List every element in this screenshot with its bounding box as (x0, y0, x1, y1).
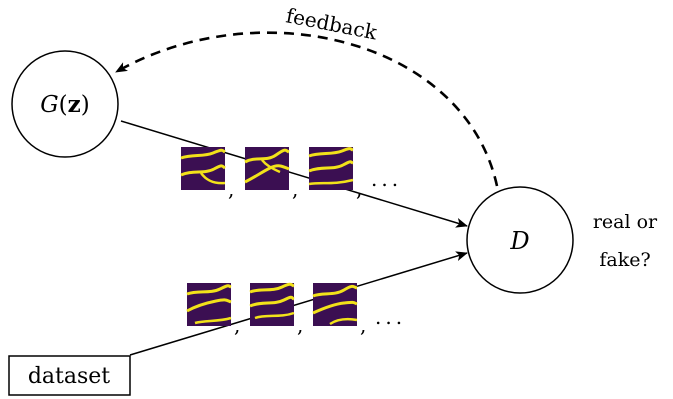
generator-node (11, 50, 119, 158)
dataset-comma-1: , (234, 313, 240, 337)
dataset-sample-2 (249, 282, 295, 326)
generated-sample-3 (308, 147, 354, 190)
generated-ellipsis: ... (371, 167, 402, 191)
dataset-box (8, 355, 131, 396)
feedback-arrow (115, 31, 499, 187)
generated-samples: , , , ... (180, 147, 402, 201)
discriminator-label: D (509, 227, 529, 255)
generated-sample-1 (180, 147, 226, 190)
dataset-label: dataset (28, 364, 110, 389)
dataset-to-discriminator-arrow (129, 251, 468, 356)
generated-comma-3: , (356, 177, 362, 201)
generated-sample-2 (244, 147, 290, 190)
dataset-sample-3 (312, 283, 358, 326)
dataset-samples: , , , ... (186, 282, 406, 337)
feedback-label: feedback (284, 3, 380, 44)
discriminator-node (466, 186, 574, 294)
generator-to-discriminator-arrow (120, 120, 468, 228)
generated-comma-1: , (228, 177, 234, 201)
question-line-1: real or (593, 211, 658, 233)
dataset-ellipsis: ... (375, 305, 406, 329)
generator-label: G(z) (40, 91, 89, 118)
generated-comma-2: , (292, 177, 298, 201)
dataset-sample-1 (186, 283, 232, 326)
question-line-2: fake? (599, 249, 650, 271)
dataset-comma-3: , (360, 313, 366, 337)
dataset-comma-2: , (297, 313, 303, 337)
